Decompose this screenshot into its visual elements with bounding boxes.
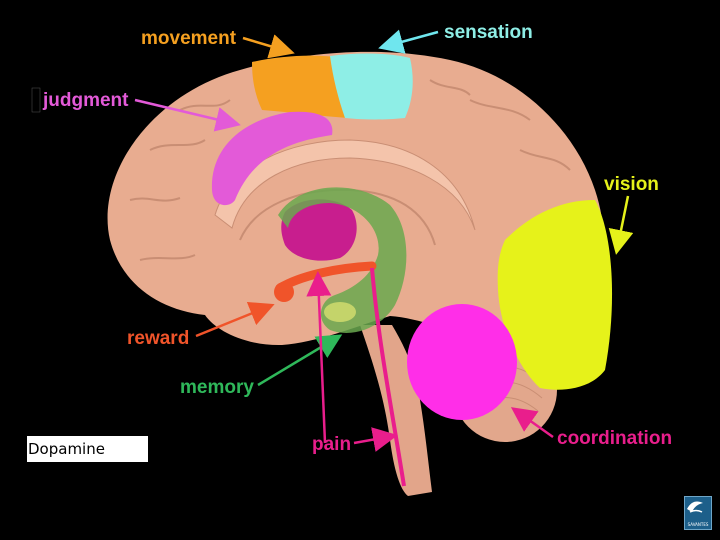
vision-arrow [608,195,634,255]
sensation-arrow [378,29,439,54]
caption-dopamine: Dopamine [27,436,148,462]
coordination-region [407,304,517,420]
label-reward: reward [127,328,189,349]
corpus-callosum [214,139,476,231]
memory-arrow [257,334,343,387]
gyri-lines [129,79,571,261]
pain-pathway [370,267,406,487]
savantes-logo: SAVANTES [684,496,712,530]
movement-region [252,55,348,118]
coordination-arrow [510,407,554,439]
label-movement: movement [141,28,237,49]
memory-core [324,302,356,322]
vision-region [497,200,613,390]
logo-mark-icon [687,501,703,513]
label-vision: vision [604,174,659,195]
label-coordination: coordination [557,428,672,449]
label-judgment: judgment [42,90,129,111]
label-sensation: sensation [444,22,533,43]
label-pain: pain [312,434,351,455]
reward-arrow [195,301,275,338]
sensation-region [330,53,413,120]
pain-arrow-up [306,271,332,444]
pain-arrow-right [353,427,398,452]
judgment-region [211,111,333,206]
movement-arrow [242,34,295,59]
label-memory: memory [180,377,254,398]
judgment-marker [31,87,41,113]
dopamine-center [281,199,357,261]
logo-text: SAVANTES [687,522,709,527]
reward-region [274,282,294,302]
brainstem [360,325,432,496]
judgment-arrow [134,98,241,132]
